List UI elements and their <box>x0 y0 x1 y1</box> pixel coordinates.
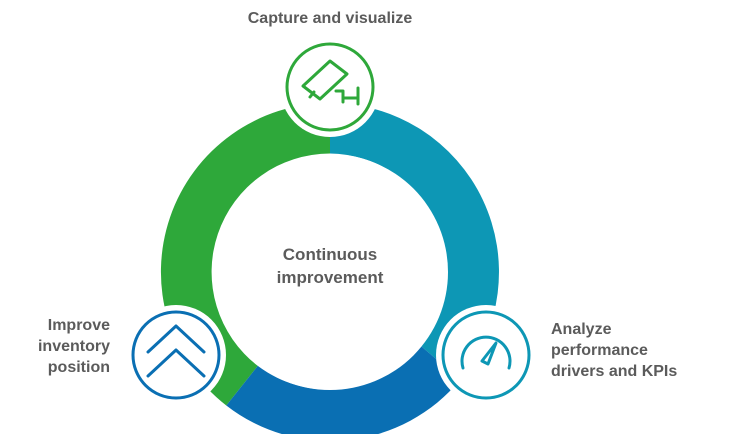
analyze-label-line-2: performance <box>551 342 648 359</box>
capture-node <box>280 37 380 137</box>
improve-label-line-2: inventory <box>37 338 110 355</box>
ring-segment-improve <box>226 346 461 434</box>
center-title-line-1: Continuous <box>282 245 378 264</box>
capture-label: Capture and visualize <box>247 10 413 27</box>
improve-label-line-1: Improve <box>47 317 110 334</box>
camera-icon <box>301 59 360 106</box>
center-title: Continuous improvement <box>230 243 430 289</box>
analyze-node <box>436 305 536 405</box>
analyze-label-line-1: Analyze <box>551 321 612 338</box>
analyze-label-line-3: drivers and KPIs <box>551 363 678 380</box>
center-title-line-2: improvement <box>276 268 384 287</box>
double-chevron-up-icon <box>146 324 206 378</box>
improve-label-line-3: position <box>47 359 110 376</box>
center-disk <box>212 154 448 390</box>
analyze-label: Analyze performance drivers and KPIs <box>551 319 677 382</box>
ring-segment-analyze <box>330 103 499 380</box>
gauge-icon <box>460 335 512 370</box>
improve-node <box>126 305 226 405</box>
improve-label: Improve inventory position <box>0 315 110 378</box>
